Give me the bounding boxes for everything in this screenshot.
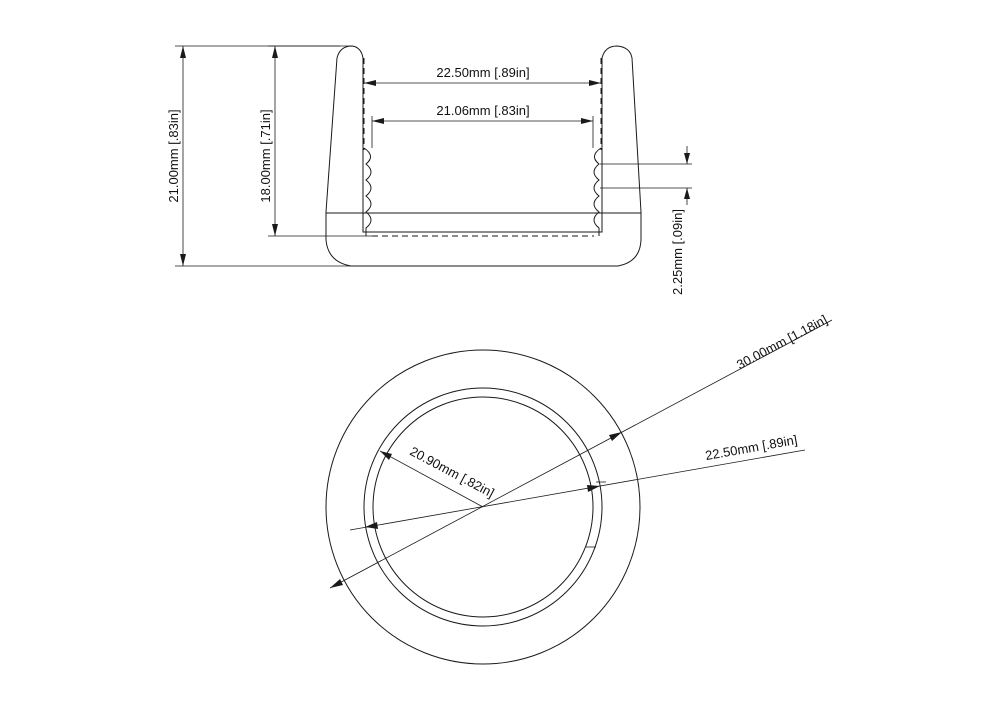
outer-dia-arrow-b [609,432,622,441]
inner-height-arrow-bottom [272,224,278,236]
outer-circle [325,349,641,665]
inner-circle [372,396,594,618]
side-view: 21.00mm [.83in] 18.00mm [.71in] 22.50mm … [166,45,692,295]
rib-arrow-top [684,153,690,164]
height-arrow-top [180,46,186,58]
inner-width-arrow-right [581,118,593,124]
inner-width-dim-label: 21.06mm [.83in] [436,103,529,118]
inner-height-dim-label: 18.00mm [.71in] [258,109,273,202]
left-ribs [363,147,372,236]
middle-dia-arrow-b [587,485,600,492]
inner-dia-arrow [380,451,392,460]
outer-dia-arrow-a [330,579,343,588]
inner-width-arrow-left [372,118,384,124]
middle-dia-arrow-a [365,522,378,529]
rib-arrow-bottom [684,188,690,199]
middle-dia-label: 22.50mm [.89in] [704,432,798,463]
height-arrow-bottom [180,254,186,266]
inner-dia-leader [379,450,484,508]
top-view: 30.00mm [1.18in] 22.50mm [.89in] 20.90mm… [325,312,833,665]
middle-dia-leader [349,449,806,531]
width-dim-label: 22.50mm [.89in] [436,65,529,80]
width-arrow-left [364,80,376,86]
rib-dim-label: 2.25mm [.09in] [670,209,685,295]
middle-circle [363,387,603,627]
right-ribs [593,147,602,236]
inner-height-arrow-top [272,46,278,58]
height-dim-label: 21.00mm [.83in] [166,109,181,202]
outer-dia-leader [329,319,833,589]
inner-dia-label: 20.90mm [.82in] [407,444,496,501]
width-arrow-right [589,80,601,86]
outer-dia-label: 30.00mm [1.18in] [734,312,830,372]
